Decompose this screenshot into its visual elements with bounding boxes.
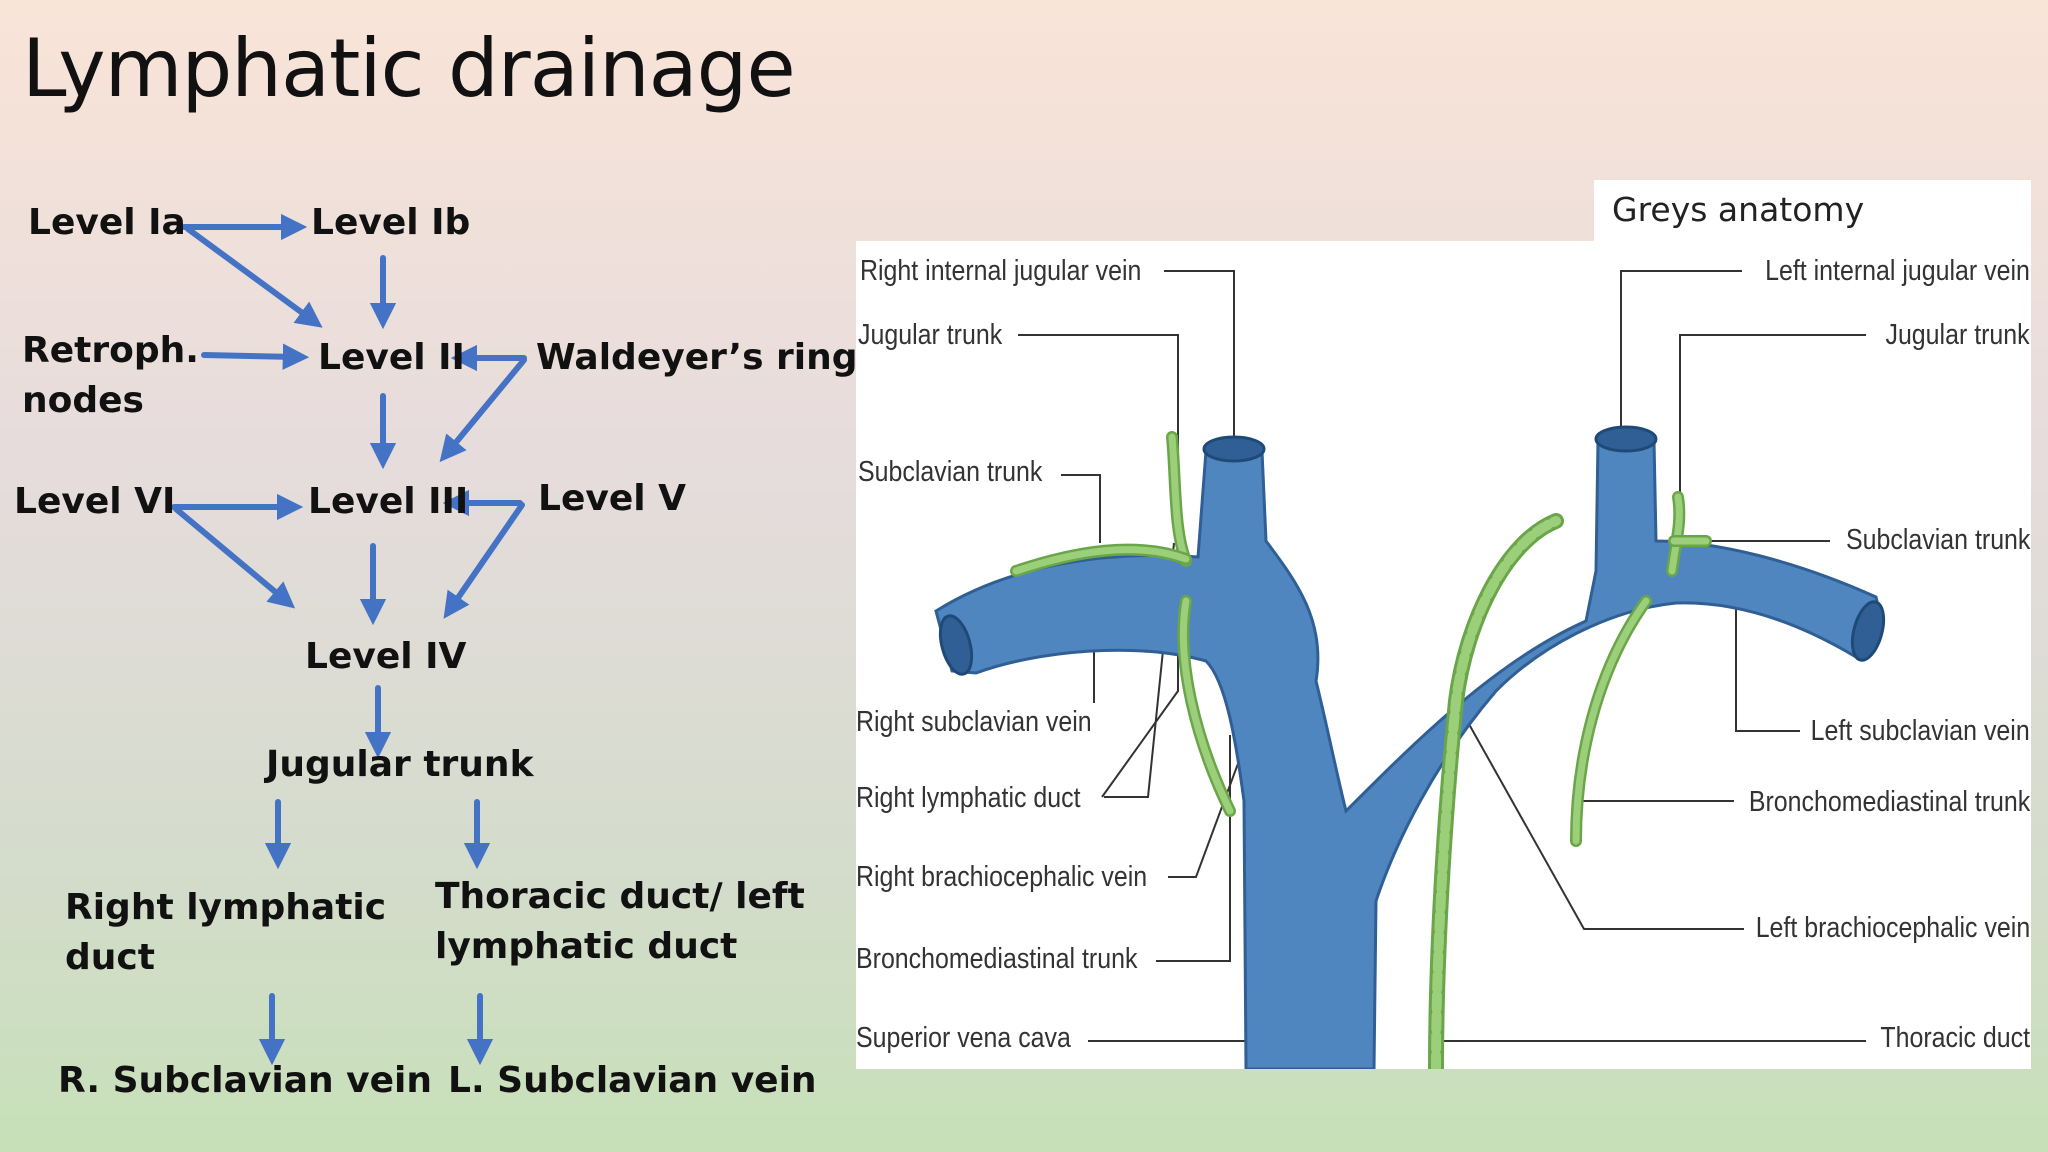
label-right-subclavian-trunk: Subclavian trunk (858, 456, 1043, 488)
node-retroph-line1: Retroph. (22, 330, 199, 371)
left-jugular-opening (1594, 425, 1658, 453)
node-jugular-trunk: Jugular trunk (266, 744, 534, 785)
label-thoracic-duct: Thoracic duct (1880, 1022, 2030, 1054)
label-right-subclavian-vein: Right subclavian vein (856, 706, 1092, 738)
arrow-retroph-to-ii (201, 343, 310, 370)
label-right-lymphatic-duct: Right lymphatic duct (856, 782, 1081, 814)
right-jugular-opening (1202, 435, 1266, 463)
label-right-bronchomediastinal-trunk: Bronchomediastinal trunk (856, 943, 1138, 975)
node-retroph-nodes: Retroph. nodes (22, 326, 199, 426)
label-left-subclavian-vein: Left subclavian vein (1810, 715, 2030, 747)
node-right-lymphatic-duct: Right lymphatic duct (65, 883, 386, 983)
node-thoracic-line2: lymphatic duct (435, 926, 738, 967)
label-right-brachiocephalic-vein: Right brachiocephalic vein (856, 861, 1148, 893)
slide-title: Lymphatic drainage (22, 22, 796, 115)
left-bronchomediastinal-vessel (1570, 595, 1652, 847)
node-level-iii: Level III (308, 481, 469, 522)
arrow-waldeyer-to-iii (439, 357, 527, 463)
source-caption: Greys anatomy (1612, 190, 1865, 229)
source-caption-box (1594, 180, 2031, 244)
node-level-vi: Level VI (14, 481, 176, 522)
node-right-lymphatic-line1: Right lymphatic (65, 887, 387, 928)
node-waldeyers-ring: Waldeyer’s ring (536, 337, 858, 378)
node-level-ii: Level II (318, 337, 465, 378)
label-left-subclavian-trunk: Subclavian trunk (1845, 524, 2030, 556)
label-superior-vena-cava: Superior vena cava (856, 1022, 1071, 1054)
node-l-subclavian-vein: L. Subclavian vein (448, 1060, 817, 1101)
arrow-vi-to-iv (173, 506, 296, 609)
leader-lines (1018, 270, 1866, 1042)
lymph-vessels (1010, 431, 1712, 1069)
node-r-subclavian-vein: R. Subclavian vein (58, 1060, 433, 1101)
label-right-internal-jugular-vein: Right internal jugular vein (860, 255, 1142, 287)
node-level-ib: Level Ib (311, 202, 471, 243)
arrow-v-to-iv (443, 502, 525, 619)
right-subclavian-opening (938, 614, 974, 676)
node-level-ia: Level Ia (28, 202, 186, 243)
node-level-iv: Level IV (305, 636, 467, 677)
arrow-ia-to-ii (185, 226, 323, 328)
label-left-jugular-trunk: Jugular trunk (1885, 319, 2030, 351)
node-thoracic-duct: Thoracic duct/ left lymphatic duct (435, 872, 805, 972)
node-level-v: Level V (538, 478, 686, 519)
label-left-internal-jugular-vein: Left internal jugular vein (1765, 255, 2030, 287)
node-retroph-line2: nodes (22, 380, 144, 421)
label-left-brachiocephalic-vein: Left brachiocephalic vein (1755, 912, 2030, 944)
left-subclavian-opening (1850, 600, 1886, 662)
anatomy-illustration (934, 270, 1886, 1069)
label-left-bronchomediastinal-trunk: Bronchomediastinal trunk (1748, 786, 2030, 818)
node-right-lymphatic-line2: duct (65, 937, 155, 978)
label-right-jugular-trunk: Jugular trunk (858, 319, 1003, 351)
flowchart-arrows (171, 213, 527, 1066)
node-thoracic-line1: Thoracic duct/ left (435, 876, 805, 917)
thoracic-duct-vessel (1428, 513, 1564, 1069)
